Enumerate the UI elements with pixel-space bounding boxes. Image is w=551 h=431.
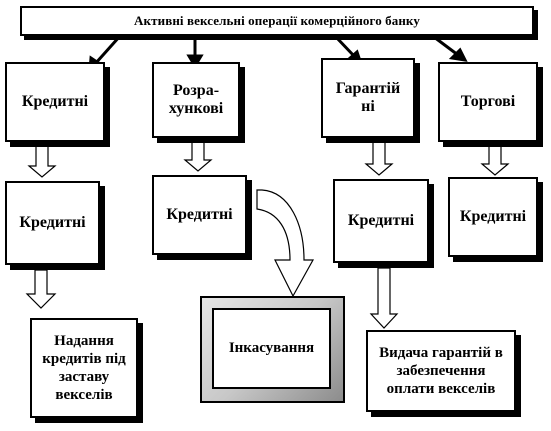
box-top-settlement: Розра-хункові bbox=[152, 62, 240, 138]
box-bottom-guarantees: Видача гарантій в забезпечення оплати ве… bbox=[366, 330, 516, 412]
box-mid-credit-3-label: Кредитні bbox=[347, 211, 415, 229]
box-mid-credit-4-label: Кредитні bbox=[459, 207, 527, 225]
box-top-credit: Кредитні bbox=[5, 62, 105, 142]
box-top-trade: Торгові bbox=[438, 62, 538, 142]
box-mid-credit-4: Кредитні bbox=[448, 177, 538, 257]
box-bottom-guarantees-label: Видача гарантій в забезпечення оплати ве… bbox=[379, 345, 503, 397]
curved-arrow-col2-to-incasso bbox=[256, 189, 315, 298]
box-top-guarantee: Гарантій ні bbox=[321, 58, 415, 138]
arrow-title-to-col1 bbox=[93, 35, 122, 65]
box-top-guarantee-label: Гарантій ні bbox=[335, 79, 401, 115]
arrow-head-col4 bbox=[448, 47, 468, 62]
block-arrow-col3-top bbox=[364, 141, 394, 176]
block-arrow-col1-mid bbox=[25, 269, 57, 309]
arrow-title-to-col4 bbox=[429, 32, 459, 57]
arrow-title-to-col3 bbox=[333, 34, 357, 59]
block-arrow-col1-top bbox=[27, 145, 57, 178]
box-mid-credit-3: Кредитні bbox=[333, 179, 429, 263]
box-top-settlement-label: Розра-хункові bbox=[168, 81, 224, 117]
box-mid-credit-2-label: Кредитні bbox=[166, 205, 233, 223]
box-bottom-incasso-label: Інкасування bbox=[228, 340, 315, 356]
box-mid-credit-1-label: Кредитні bbox=[19, 213, 86, 231]
title-box: Активні вексельні операції комерційного … bbox=[20, 6, 534, 36]
box-top-credit-label: Кредитні bbox=[21, 92, 89, 110]
block-arrow-col4-top bbox=[480, 145, 510, 176]
box-mid-credit-2: Кредитні bbox=[152, 175, 247, 255]
block-arrow-col3-mid bbox=[369, 267, 399, 329]
box-mid-credit-1: Кредитні bbox=[5, 181, 100, 265]
box-bottom-loans: Надання кредитів під заставу векселів bbox=[30, 318, 138, 418]
arrow-head-col2 bbox=[186, 54, 204, 69]
title-text: Активні вексельні операції комерційного … bbox=[134, 13, 420, 28]
box-bottom-loans-label: Надання кредитів під заставу векселів bbox=[42, 333, 126, 403]
box-top-trade-label: Торгові bbox=[460, 92, 516, 110]
block-arrow-col2-top bbox=[183, 137, 213, 172]
box-bottom-incasso: Інкасування bbox=[200, 296, 345, 403]
